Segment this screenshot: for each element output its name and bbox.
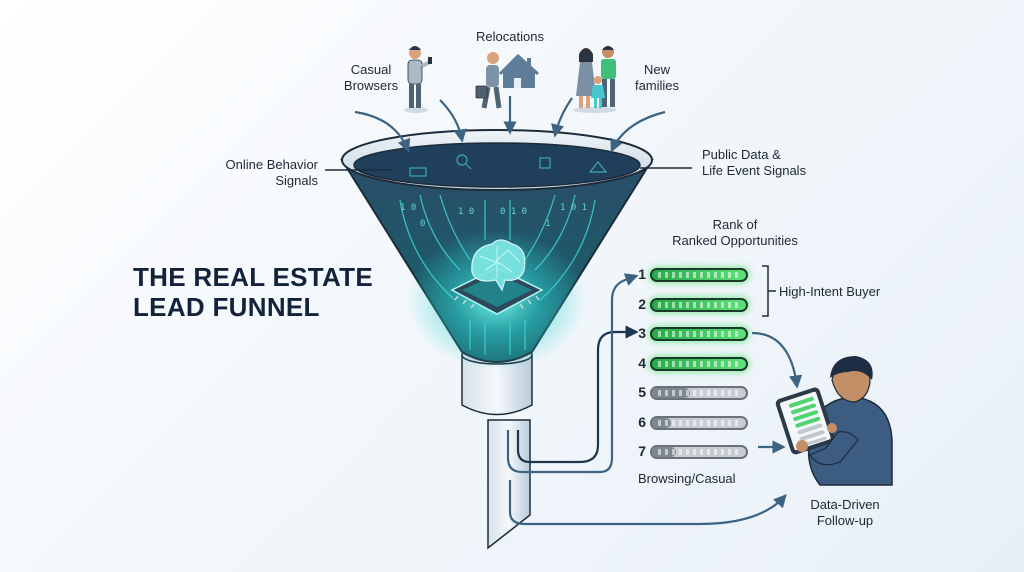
ranking-heading-line-2: Ranked Opportunities xyxy=(672,233,798,248)
funnel-cone: 1 0 1 0 0 1 0 1 0 1 1 0 xyxy=(340,159,654,370)
funnel-rim xyxy=(341,129,653,191)
browsing-casual-label: Browsing/Casual xyxy=(638,471,736,486)
followup-line-2: Follow-up xyxy=(816,513,874,528)
rank-number: 4 xyxy=(638,355,646,371)
lead-score-bar xyxy=(650,357,748,371)
online-line-2: Signals xyxy=(275,173,318,188)
page-title: THE REAL ESTATE LEAD FUNNEL xyxy=(133,262,373,322)
casual-line-2: Browsers xyxy=(343,78,399,93)
title-line-2: LEAD FUNNEL xyxy=(133,292,320,322)
data-driven-followup-label: Data-Driven Follow-up xyxy=(790,497,900,529)
lead-score-bar xyxy=(650,298,748,312)
rank-number: 5 xyxy=(638,384,646,400)
title-line-1: THE REAL ESTATE xyxy=(133,262,373,292)
lead-score-ticks xyxy=(658,390,740,396)
svg-text:1 0: 1 0 xyxy=(400,203,416,213)
public-line-2: Life Event Signals xyxy=(702,163,807,178)
lead-score-bar xyxy=(650,327,748,341)
family-icon xyxy=(573,46,617,113)
online-line-1: Online Behavior xyxy=(225,157,319,172)
online-behavior-signals-label: Online Behavior Signals xyxy=(180,157,319,189)
svg-text:1 0: 1 0 xyxy=(458,207,474,217)
lead-score-bar xyxy=(650,445,748,459)
salesman-tablet-icon xyxy=(775,356,893,486)
rank-number: 1 xyxy=(638,266,646,282)
rank-number: 3 xyxy=(638,325,646,341)
ranking-heading: Rank of Ranked Opportunities xyxy=(660,217,810,249)
lead-score-bar xyxy=(650,268,748,282)
lead-score-ticks xyxy=(658,302,740,308)
rank-number: 2 xyxy=(638,296,646,312)
casual-browsers-label: Casual Browsers xyxy=(336,62,406,94)
svg-text:0 1 0: 0 1 0 xyxy=(500,207,527,217)
high-intent-bracket xyxy=(762,265,776,317)
relocations-label: Relocations xyxy=(476,29,544,44)
brain-chip-icon xyxy=(450,239,544,315)
person-phone-icon xyxy=(404,46,432,113)
lead-score-bar xyxy=(650,386,748,400)
new-families-label: New families xyxy=(622,62,692,94)
house-icon xyxy=(498,53,540,88)
lead-score-ticks xyxy=(658,272,740,278)
svg-text:1 0 1: 1 0 1 xyxy=(560,203,587,213)
public-line-1: Public Data & xyxy=(702,147,781,162)
lead-score-ticks xyxy=(658,361,740,367)
svg-text:1: 1 xyxy=(545,219,550,229)
lead-score-ticks xyxy=(658,449,740,455)
followup-line-1: Data-Driven xyxy=(810,497,880,512)
lead-score-ticks xyxy=(658,331,740,337)
svg-text:0: 0 xyxy=(420,219,425,229)
lead-score-bar xyxy=(650,416,748,430)
lead-score-ticks xyxy=(658,420,740,426)
person-suitcase-icon xyxy=(475,52,502,109)
output-arrows xyxy=(506,273,803,526)
casual-line-1: Casual xyxy=(350,62,392,77)
search-icon xyxy=(456,154,472,170)
funnel-spout xyxy=(461,345,533,550)
families-line-2: families xyxy=(634,78,680,93)
public-data-signals-label: Public Data & Life Event Signals xyxy=(702,147,852,179)
ranking-heading-line-1: Rank of xyxy=(712,217,758,232)
families-line-1: New xyxy=(643,62,670,77)
rank-number: 7 xyxy=(638,443,646,459)
incoming-arrows xyxy=(354,96,666,153)
rank-number: 6 xyxy=(638,414,646,430)
high-intent-buyer-label: High-Intent Buyer xyxy=(779,284,881,299)
